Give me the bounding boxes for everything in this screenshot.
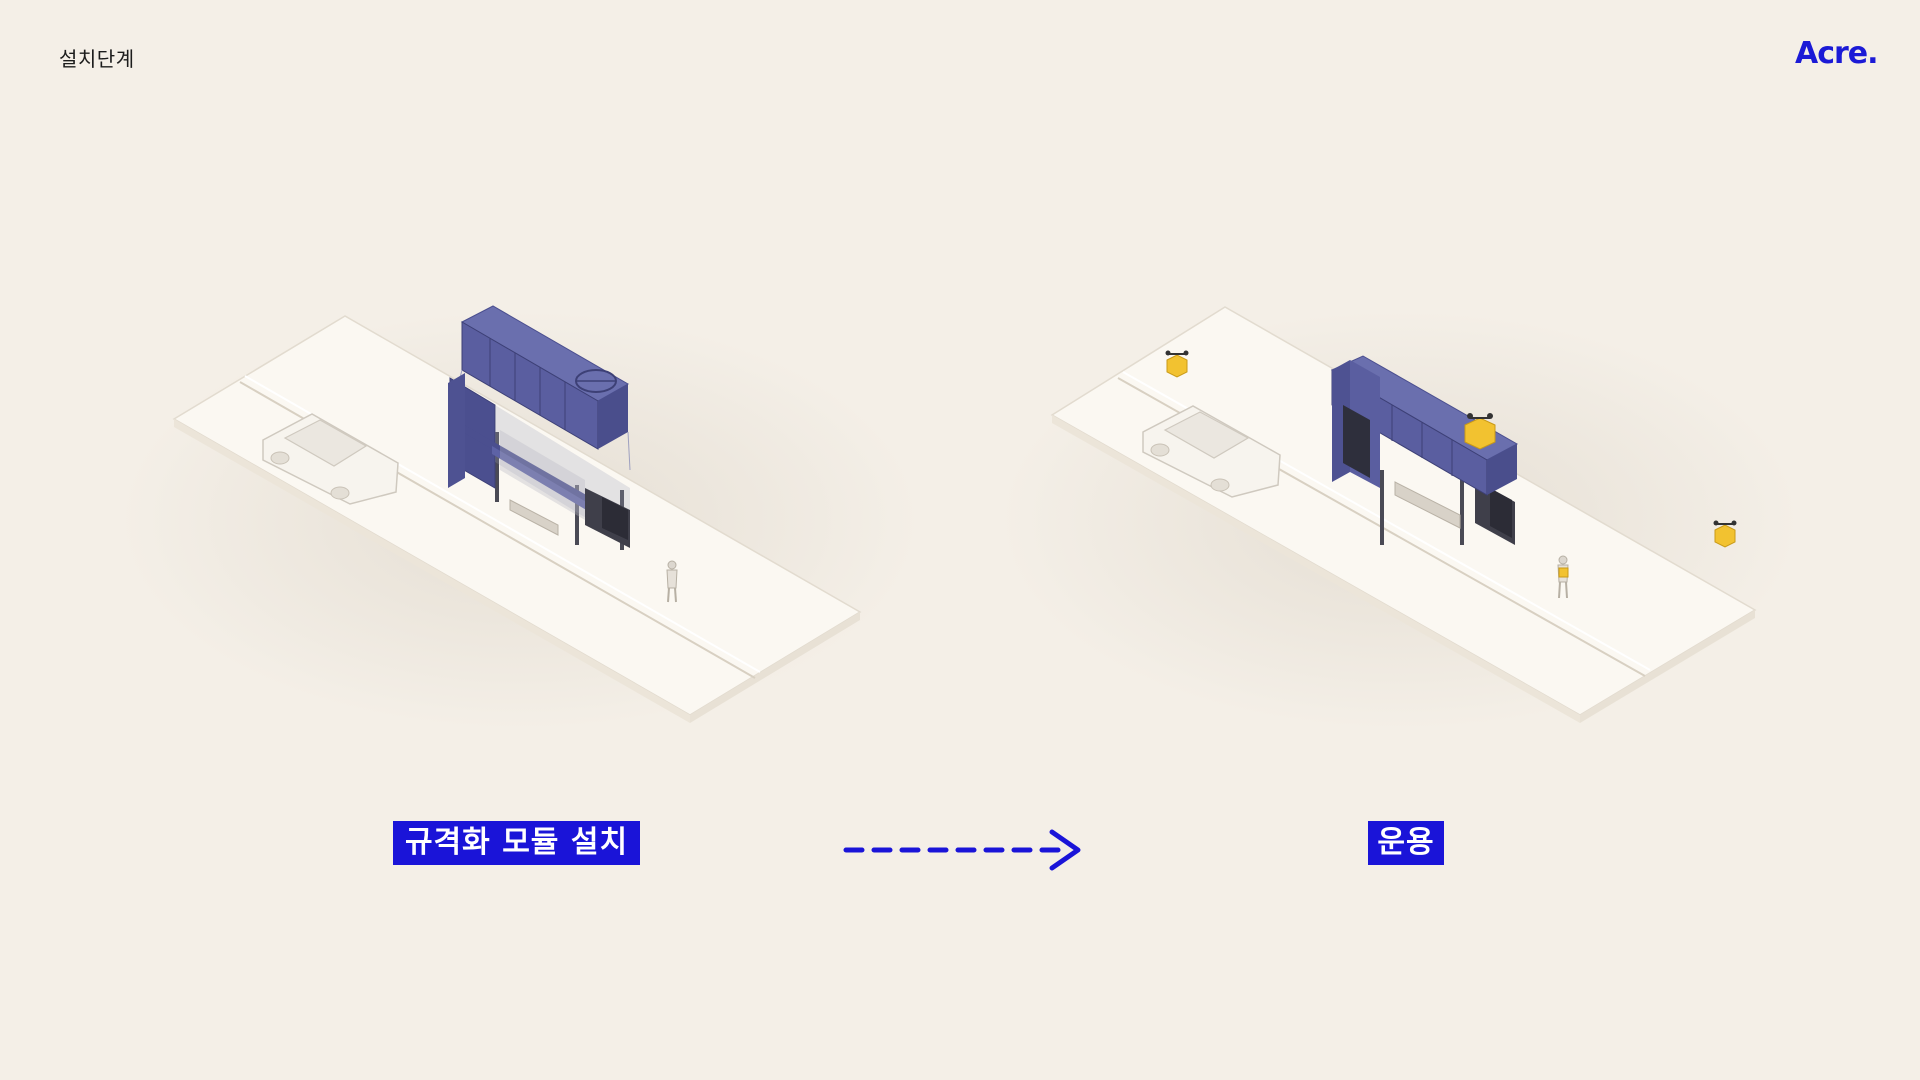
scene-operation	[1000, 306, 1800, 730]
car-icon	[1142, 405, 1281, 498]
person-icon	[666, 560, 678, 603]
drone-icon	[1713, 520, 1737, 548]
module-structure	[448, 305, 631, 550]
person-icon	[1557, 555, 1569, 599]
scene-installation	[120, 305, 920, 730]
car-icon	[262, 413, 399, 505]
drone-icon	[1165, 350, 1189, 378]
stage-label-installation: 규격화 모듈 설치	[393, 821, 640, 865]
page-title: 설치단계	[59, 47, 135, 71]
stage-label-operation: 운용	[1368, 821, 1444, 865]
drone-icon	[1464, 413, 1496, 450]
brand-logo: Acre.	[1795, 36, 1879, 71]
dashed-arrow-right-icon	[843, 829, 1081, 871]
